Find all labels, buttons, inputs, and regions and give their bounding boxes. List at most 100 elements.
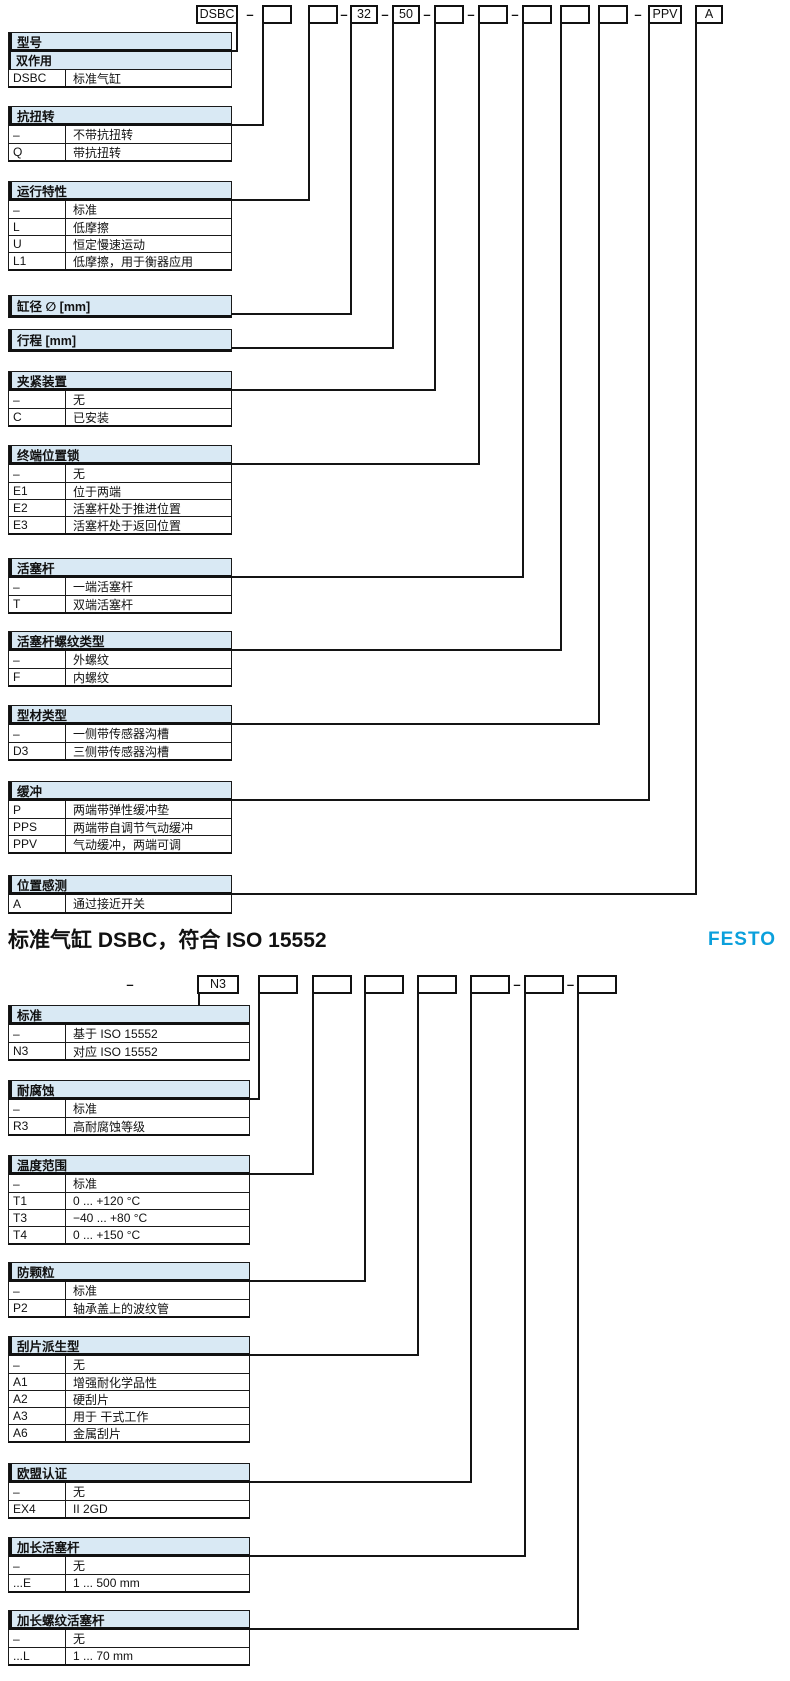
table-header: 位置感测 (9, 876, 231, 895)
code-separator-dash: – (246, 7, 254, 22)
option-description: 标准 (73, 1102, 98, 1116)
connector-line (231, 893, 697, 895)
code-box-stroke: 50 (392, 5, 420, 24)
connector-line (577, 993, 579, 1630)
option-row: –无 (9, 465, 231, 482)
connector-line (350, 23, 352, 315)
option-description: 低摩擦，用于衡器应用 (73, 254, 194, 269)
code-box-model-type: DSBC (196, 5, 238, 24)
option-code: – (9, 651, 66, 668)
connector-line (392, 23, 394, 349)
option-description: 用于 干式工作 (73, 1409, 149, 1424)
option-code: T (9, 596, 66, 612)
code-separator-dash: – (126, 977, 134, 992)
option-row: –标准 (9, 1282, 249, 1299)
option-code: – (9, 1356, 66, 1373)
option-code: – (9, 1025, 66, 1042)
option-description: 两端带弹性缓冲垫 (73, 803, 170, 817)
option-code: A1 (9, 1374, 66, 1390)
option-code: P2 (9, 1300, 66, 1316)
option-description: 0 ... +150 °C (73, 1228, 141, 1242)
code-separator-dash: – (467, 7, 475, 22)
option-description: 标准 (73, 1177, 98, 1191)
option-description: 低摩擦 (73, 220, 110, 235)
connector-line (231, 124, 264, 126)
option-code: – (9, 391, 66, 408)
code-box-end-position-lock (478, 5, 508, 24)
code-box-standard: N3 (197, 975, 239, 994)
table-header: 行程 [mm] (9, 330, 231, 349)
table-header: 终端位置锁 (9, 446, 231, 465)
connector-line (249, 1555, 526, 1557)
table-header: 夹紧装置 (9, 372, 231, 391)
connector-line (308, 23, 310, 201)
table-subheader: 双作用 (9, 52, 231, 69)
option-code: E1 (9, 483, 66, 499)
option-description: 已安装 (73, 410, 110, 425)
table-piston-diameter: 缸径 ∅ [mm] (8, 295, 232, 318)
connector-line (522, 23, 524, 578)
option-description: 外螺纹 (73, 653, 110, 667)
option-description: 位于两端 (73, 484, 122, 499)
option-description: 气动缓冲，两端可调 (73, 837, 182, 852)
connector-line (258, 993, 260, 1100)
option-description: 两端带自调节气动缓冲 (73, 820, 194, 835)
option-description: −40 ... +80 °C (73, 1211, 148, 1225)
option-code: A (9, 895, 66, 912)
code-separator-dash: – (566, 977, 575, 992)
option-row: –无 (9, 1483, 249, 1500)
option-code: – (9, 201, 66, 218)
connector-line (648, 23, 650, 801)
option-description: 带抗扭转 (73, 145, 122, 160)
option-code: F (9, 669, 66, 685)
option-code: T3 (9, 1210, 66, 1226)
connector-line (198, 993, 200, 1006)
connector-line (231, 313, 352, 315)
table-header: 耐腐蚀 (9, 1081, 249, 1100)
option-code: – (9, 1630, 66, 1647)
code-box-eu-certification (470, 975, 510, 994)
table-header: 防颗粒 (9, 1263, 249, 1282)
connector-line (695, 23, 697, 895)
option-code: – (9, 1100, 66, 1117)
option-description: 无 (73, 467, 86, 481)
table-header: 缸径 ∅ [mm] (9, 296, 231, 315)
option-code: N3 (9, 1043, 66, 1059)
option-code: – (9, 1557, 66, 1574)
option-code: E3 (9, 517, 66, 533)
connector-line (434, 23, 436, 391)
option-code: – (9, 1282, 66, 1299)
code-separator-dash: – (381, 7, 389, 22)
option-code: A3 (9, 1408, 66, 1424)
connector-line (598, 23, 600, 725)
option-code: DSBC (9, 70, 66, 86)
option-description: 一侧带传感器沟槽 (73, 727, 170, 741)
option-description: 活塞杆处于返回位置 (73, 518, 182, 533)
